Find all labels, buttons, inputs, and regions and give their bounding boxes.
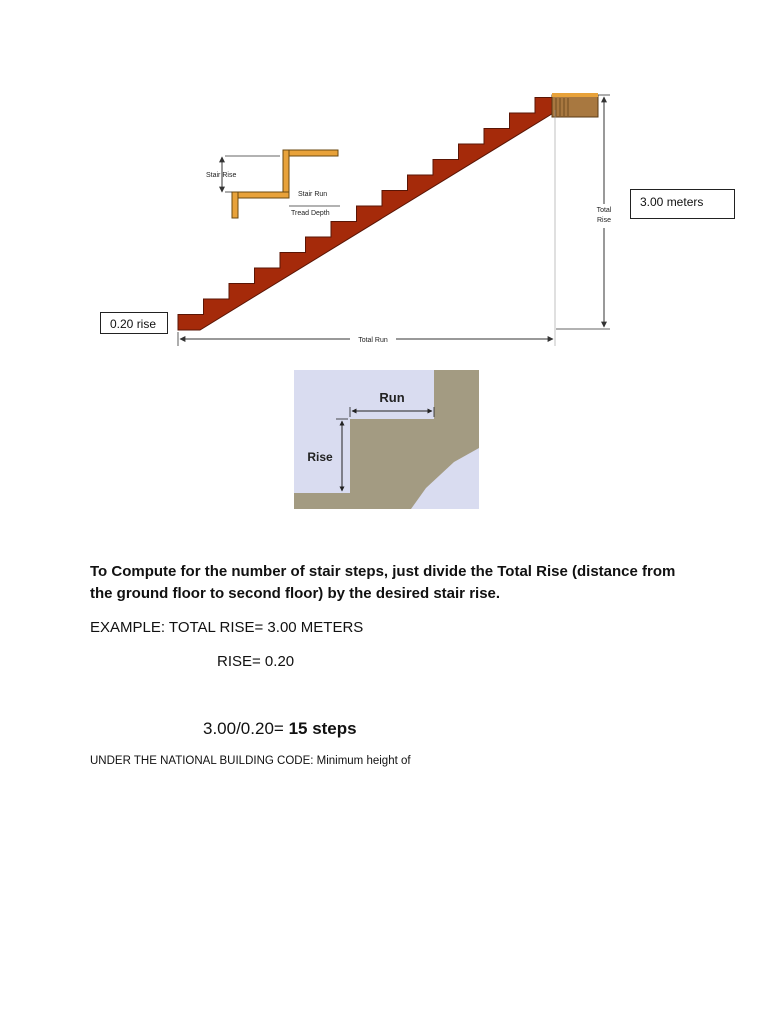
formula-result: 15 steps: [288, 719, 357, 738]
example-line: EXAMPLE: TOTAL RISE= 3.00 METERS: [90, 619, 364, 636]
total-run-label: Total Run: [358, 337, 388, 344]
callout-total-rise: 3.00 meters: [630, 189, 735, 219]
tread-depth-label: Tread Depth: [291, 210, 330, 217]
step-shape: [294, 370, 479, 509]
landing-block: [551, 94, 599, 118]
run-label: Run: [379, 390, 404, 405]
rise-label: Rise: [307, 450, 333, 464]
landing-texture: [555, 98, 569, 116]
staircase-diagram: Stair Rise Stair Run Tread Depth Total R…: [177, 93, 616, 346]
explanation-paragraph: To Compute for the number of stair steps…: [90, 563, 676, 602]
rise-run-diagram: Run Rise: [294, 370, 479, 509]
stair-run-label: Stair Run: [298, 191, 327, 198]
building-code-line: UNDER THE NATIONAL BUILDING CODE: Minimu…: [90, 755, 411, 767]
landing-top: [552, 93, 598, 97]
rise-line: RISE= 0.20: [217, 653, 295, 670]
stair-body: [177, 94, 561, 331]
formula-line: 3.00/0.20= 15 steps: [203, 719, 357, 739]
total-rise-label-1: Total: [597, 207, 612, 214]
stair-rise-label: Stair Rise: [206, 172, 236, 179]
total-rise-label-2: Rise: [597, 217, 611, 224]
formula-plain: 3.00/0.20=: [203, 719, 284, 738]
callout-rise: 0.20 rise: [100, 312, 168, 334]
tread-detail: [231, 149, 339, 219]
